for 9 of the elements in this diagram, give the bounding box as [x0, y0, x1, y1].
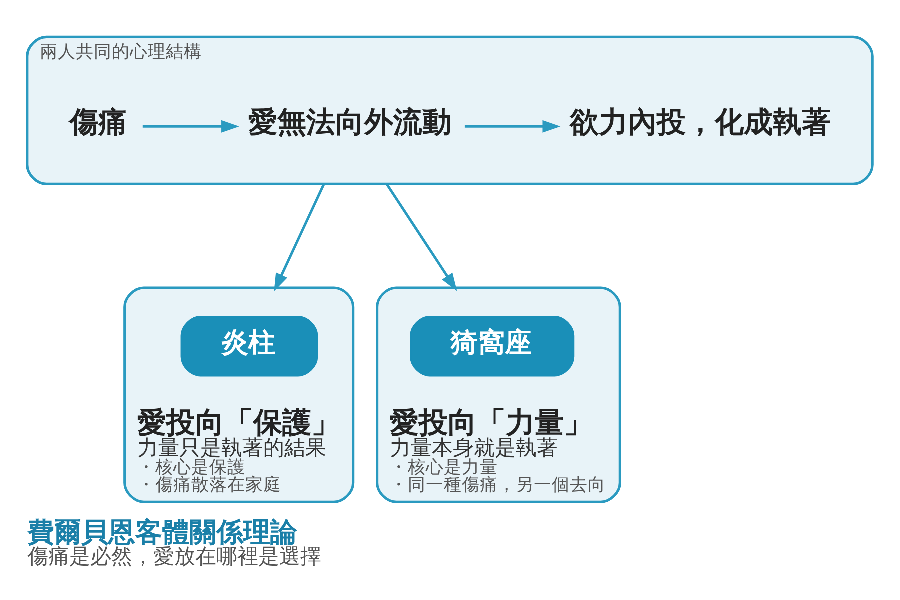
- node-box: 猗窩座: [410, 316, 575, 377]
- arrow: [464, 120, 561, 133]
- arrow: [142, 120, 240, 133]
- node-text: 傷痛: [70, 105, 128, 140]
- node-text: 愛無法向外流動: [248, 105, 452, 140]
- node-text: 欲力內投，化成執著: [570, 105, 831, 140]
- node-box: 炎柱: [180, 316, 318, 377]
- arrow: [386, 183, 458, 292]
- arrow: [274, 184, 326, 292]
